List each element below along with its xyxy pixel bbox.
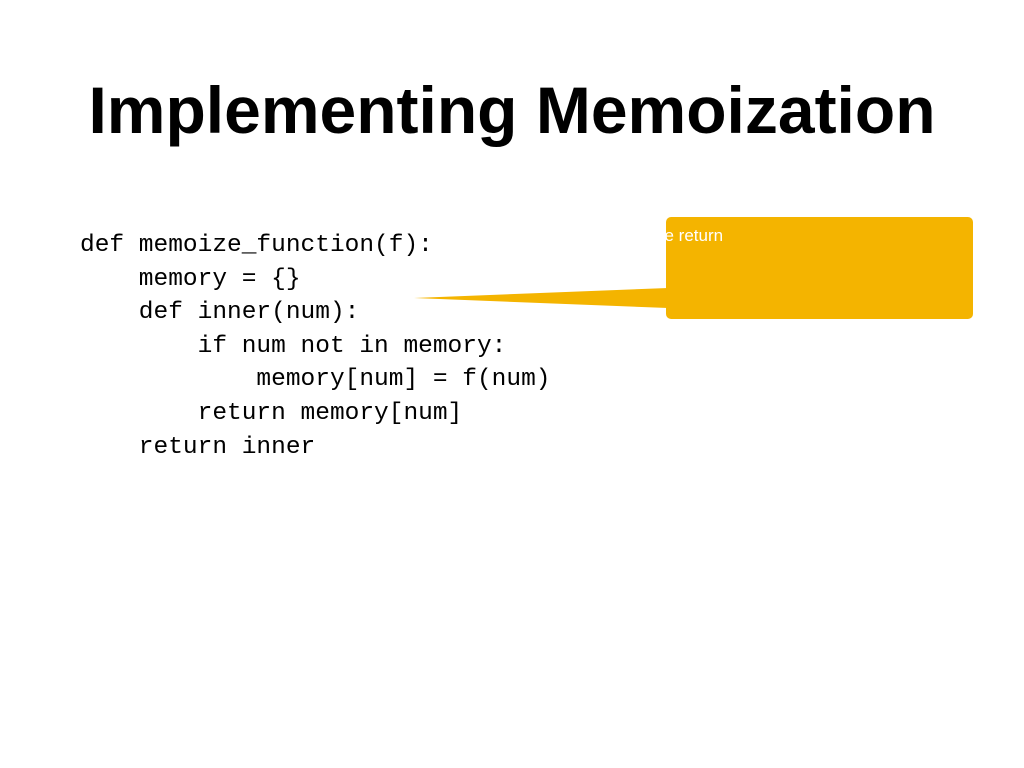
code-line: return memory[num] xyxy=(80,399,463,427)
code-block: def memoize_function(f): memory = {} def… xyxy=(80,229,550,464)
code-line: return inner xyxy=(80,433,316,461)
slide-title: Implementing Memoization xyxy=(88,73,936,147)
code-line: def inner(num): xyxy=(80,299,360,327)
code-line: if num not in memory: xyxy=(80,332,507,360)
code-line: memory[num] = f(num) xyxy=(80,366,551,394)
callout-text: ve return xyxy=(656,226,724,245)
code-line: def memoize_function(f): xyxy=(80,232,433,259)
code-line: memory = {} xyxy=(80,265,301,293)
